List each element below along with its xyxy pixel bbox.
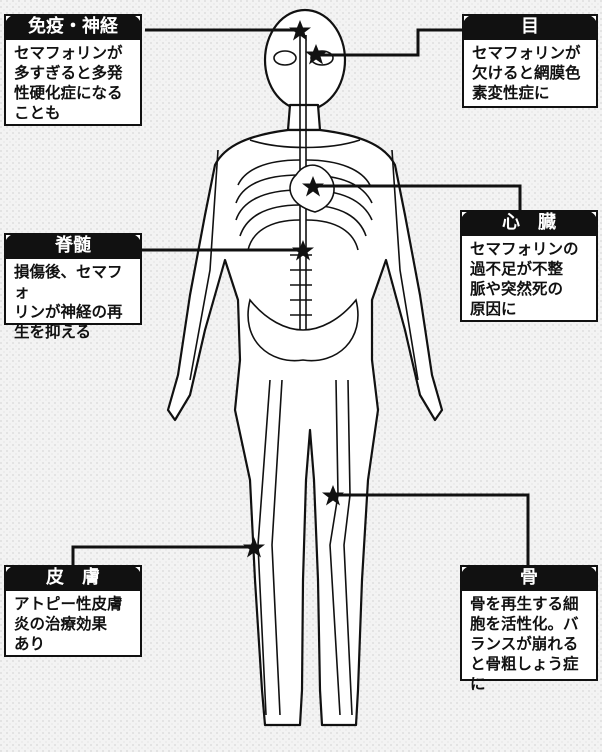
card-immune-nerve: 免疫・神経 セマフォリンが 多すぎると多発 性硬化症になる ことも <box>4 14 142 126</box>
card-title: 目 <box>462 14 598 40</box>
card-spine: 脊髄 損傷後、セマフォ リンが神経の再 生を抑える <box>4 233 142 325</box>
card-text: セマフォリンの 過不足が不整 脈や突然死の 原因に <box>462 236 596 323</box>
card-text: セマフォリンが 欠けると網膜色 素変性症に <box>464 40 596 107</box>
card-title: 心 臓 <box>460 210 598 236</box>
card-title: 脊髄 <box>4 233 142 259</box>
card-title: 免疫・神経 <box>4 14 142 40</box>
card-eye: 目 セマフォリンが 欠けると網膜色 素変性症に <box>462 14 598 108</box>
card-text: 損傷後、セマフォ リンが神経の再 生を抑える <box>6 259 140 346</box>
card-bone: 骨 骨を再生する細 胞を活性化。バ ランスが崩れる と骨粗しょう症に <box>460 565 598 681</box>
card-text: セマフォリンが 多すぎると多発 性硬化症になる ことも <box>6 40 140 127</box>
card-text: アトピー性皮膚 炎の治療効果 あり <box>6 591 140 658</box>
card-skin: 皮 膚 アトピー性皮膚 炎の治療効果 あり <box>4 565 142 657</box>
card-title: 皮 膚 <box>4 565 142 591</box>
card-heart: 心 臓 セマフォリンの 過不足が不整 脈や突然死の 原因に <box>460 210 598 322</box>
card-text: 骨を再生する細 胞を活性化。バ ランスが崩れる と骨粗しょう症に <box>462 591 596 698</box>
card-title: 骨 <box>460 565 598 591</box>
neck <box>288 105 320 130</box>
